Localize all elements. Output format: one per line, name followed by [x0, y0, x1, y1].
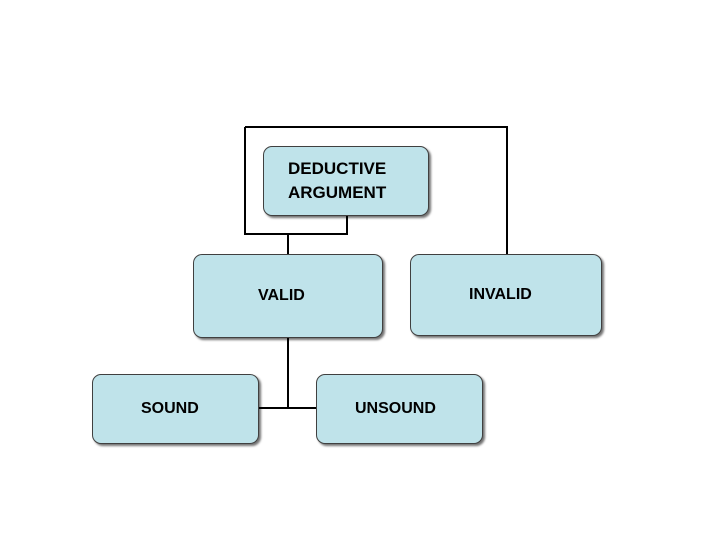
edge-deductive-to-invalid: [245, 126, 508, 254]
node-valid: VALID: [193, 254, 383, 338]
node-label: VALID: [258, 287, 305, 304]
node-label: UNSOUND: [355, 400, 436, 417]
node-label: INVALID: [469, 286, 532, 303]
node-unsound: UNSOUND: [316, 374, 483, 444]
node-invalid: INVALID: [410, 254, 602, 336]
edge-deductive-to-valid: [244, 127, 348, 254]
edge-valid-to-sound-unsound: [259, 338, 316, 409]
node-sound: SOUND: [92, 374, 259, 444]
node-label: SOUND: [141, 400, 199, 417]
node-label: DEDUCTIVE ARGUMENT: [288, 159, 387, 202]
node-deductive-argument: DEDUCTIVE ARGUMENT: [263, 146, 429, 216]
